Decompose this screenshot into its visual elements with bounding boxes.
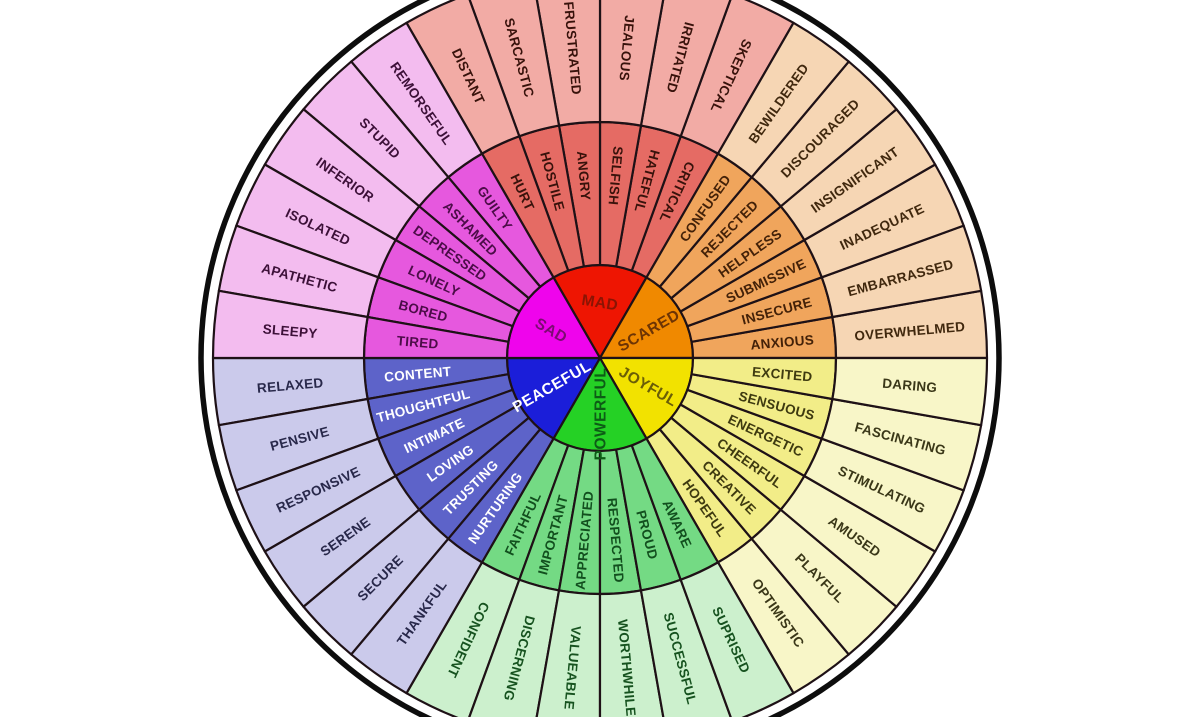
wheel-segments — [211, 0, 989, 717]
middle-label-tired: TIRED — [396, 333, 439, 352]
outer-segment-suprised — [679, 561, 795, 717]
middle-label-content: CONTENT — [384, 364, 453, 385]
outer-label-valueable: VALUEABLE — [561, 625, 583, 710]
outer-segment-sleepy — [211, 289, 369, 360]
middle-label-selfish: SELFISH — [606, 146, 626, 206]
outer-segment-bewildered — [716, 21, 850, 179]
middle-label-respected: RESPECTED — [604, 497, 626, 583]
outer-segment-daring — [831, 356, 989, 427]
outer-label-sleepy: SLEEPY — [262, 321, 318, 341]
middle-label-excited: EXCITED — [751, 364, 813, 384]
middle-label-angry: ANGRY — [574, 150, 593, 201]
outer-label-jealous: JEALOUS — [616, 15, 637, 82]
outer-label-daring: DARING — [882, 376, 938, 396]
wheel-outer-border-circle — [198, 0, 1002, 717]
outer-segment-thankful — [350, 537, 484, 695]
outer-label-relaxed: RELAXED — [256, 375, 324, 396]
core-label-powerful: POWERFUL — [593, 368, 610, 461]
middle-label-anxious: ANXIOUS — [750, 332, 815, 352]
core-label-mad: MAD — [580, 292, 619, 315]
